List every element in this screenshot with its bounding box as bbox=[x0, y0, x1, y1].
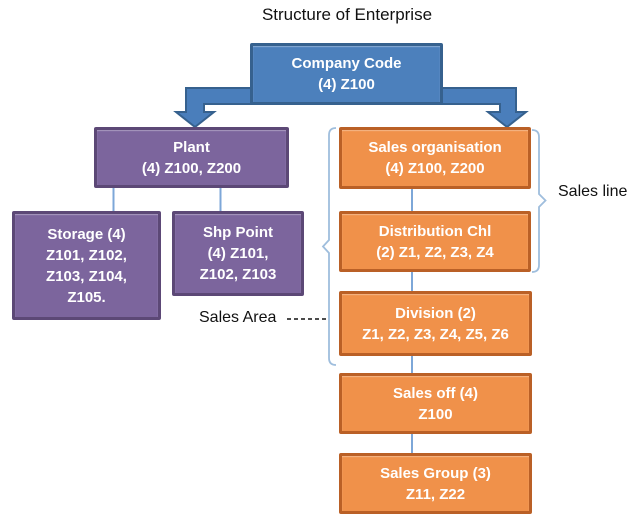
node-storage-line: Z103, Z104, bbox=[46, 267, 127, 285]
node-sales-organisation: Sales organisation (4) Z100, Z200 bbox=[339, 127, 531, 189]
node-shp-point-line: (4) Z101, bbox=[207, 245, 269, 262]
down-arrow-to-plant bbox=[173, 87, 253, 129]
node-distribution-channel-line: (2) Z1, Z2, Z3, Z4 bbox=[376, 243, 494, 261]
node-sales-organisation-line: (4) Z100, Z200 bbox=[385, 160, 485, 177]
node-sales-group: Sales Group (3) Z11, Z22 bbox=[339, 453, 532, 514]
node-sales-organisation-line: Sales organisation bbox=[368, 139, 502, 156]
node-company-code-line: Company Code bbox=[291, 55, 402, 72]
sales-area-brace bbox=[321, 127, 337, 366]
node-sales-office-line: Sales off (4) bbox=[392, 384, 479, 402]
node-plant-line: Plant bbox=[173, 138, 210, 156]
node-sales-group-line: Z11, Z22 bbox=[405, 485, 466, 503]
sales-area-label: Sales Area bbox=[199, 309, 277, 326]
node-division-line: Division (2) bbox=[395, 304, 476, 322]
node-plant-line: (4) Z100, Z200 bbox=[141, 159, 242, 177]
node-storage-line: Storage (4) bbox=[47, 225, 126, 243]
node-sales-group-line: Sales Group (3) bbox=[380, 464, 491, 482]
sales-line-label: Sales line bbox=[558, 183, 628, 200]
node-division-line: Z1, Z2, Z3, Z4, Z5, Z6 bbox=[362, 325, 509, 343]
node-distribution-channel: Distribution Chl (2) Z1, Z2, Z3, Z4 bbox=[339, 211, 531, 272]
node-shp-point-line: Z102, Z103 bbox=[199, 266, 277, 283]
sales-line-brace bbox=[531, 129, 547, 273]
node-sales-office: Sales off (4) Z100 bbox=[339, 373, 532, 434]
down-arrow-to-sales-org bbox=[440, 87, 529, 129]
node-company-code-line: (4) Z100 bbox=[318, 76, 375, 93]
node-sales-office-line: Z100 bbox=[418, 405, 453, 423]
page-title: Structure of Enterprise bbox=[261, 5, 433, 24]
node-storage: Storage (4) Z101, Z102, Z103, Z104, Z105… bbox=[12, 211, 161, 320]
node-distribution-channel-line: Distribution Chl bbox=[378, 222, 492, 240]
node-storage-line: Z105. bbox=[67, 288, 106, 306]
node-plant: Plant (4) Z100, Z200 bbox=[94, 127, 289, 188]
node-shp-point-line: Shp Point bbox=[203, 224, 273, 241]
node-shp-point: Shp Point (4) Z101, Z102, Z103 bbox=[172, 211, 304, 296]
node-storage-line: Z101, Z102, bbox=[46, 246, 127, 264]
node-company-code: Company Code (4) Z100 bbox=[250, 43, 443, 105]
node-division: Division (2) Z1, Z2, Z3, Z4, Z5, Z6 bbox=[339, 291, 532, 356]
